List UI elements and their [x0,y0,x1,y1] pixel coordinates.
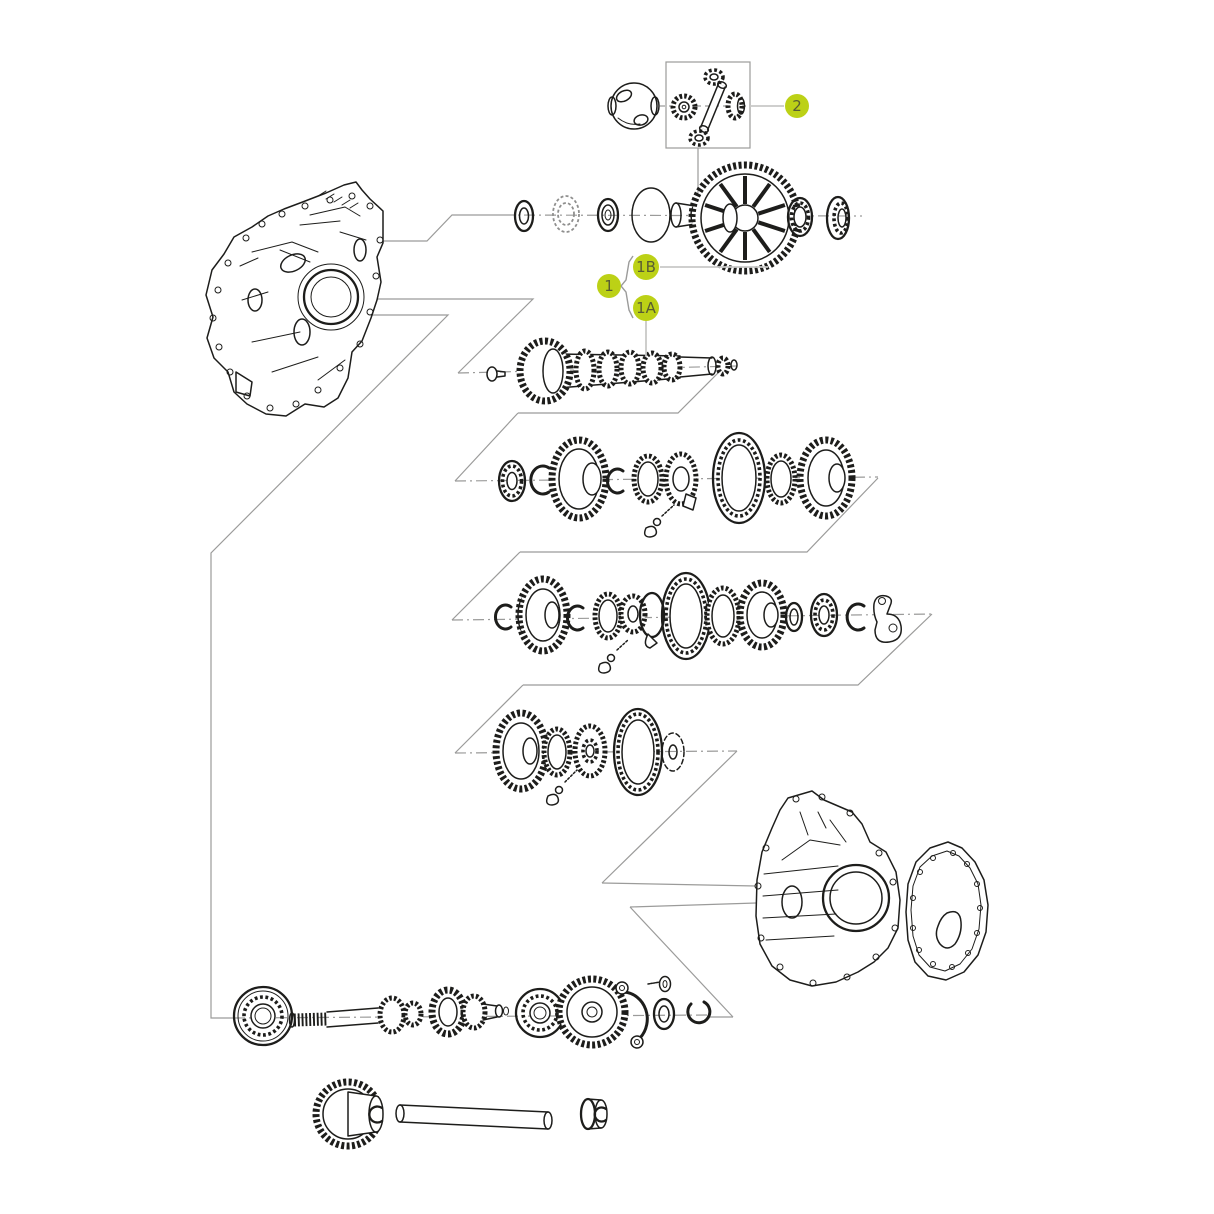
rear-housing-bolt-holes [754,793,899,987]
countershaft-assembly [232,975,712,1049]
end-plate [661,732,685,772]
callout-1A[interactable]: 1A [633,295,659,321]
snap-ring [565,604,585,632]
housing-bolt-holes [209,192,384,412]
bearing [497,459,527,503]
synchronizer-ring [704,585,742,647]
callout-2-label: 2 [792,97,802,115]
end-plug [486,366,506,382]
gear-reverse [492,709,550,793]
rear-housing [754,790,901,987]
synchronizer-ring [764,452,798,506]
gear-cluster-row-3 [493,571,902,674]
snap-ring [529,464,551,496]
callout-1B-label: 1B [636,258,656,276]
final-drive-ring-gear [688,161,802,275]
reverse-idler-gear [312,1078,384,1150]
bushing [579,1097,608,1131]
c-ring [845,602,866,632]
oil-seal [513,199,535,233]
differential-bevel-gear-kit [607,61,751,149]
bolt [647,975,672,993]
gear-1st [515,575,571,655]
differential-case [607,82,660,130]
gear [736,579,788,651]
callouts: 2 1 1B 1A [597,94,809,356]
synchronizer-sleeve [612,707,664,797]
synchronizer-ring [631,453,665,505]
bearing [809,592,839,638]
callout-1B[interactable]: 1B [633,254,659,280]
bearing [514,987,566,1039]
synchronizer-hub [663,451,699,511]
circlip [686,1000,712,1025]
input-pinion-shaft [486,337,738,405]
reverse-idler-assembly [312,1078,608,1150]
final-drive-assembly [513,161,851,275]
gear-3rd [548,436,610,522]
end-cover-bolt-holes [910,850,983,970]
shim [631,187,671,243]
gear-2nd [796,436,856,520]
callout-1-label: 1 [604,277,614,295]
callout-1[interactable]: 1 [597,274,621,298]
snap-ring [605,467,625,495]
gear-cluster-row-4 [492,707,685,806]
synchronizer-ring [541,726,573,778]
ball-bearing [232,985,294,1047]
taper-roller-bearing [825,195,851,241]
spring-washer [552,195,580,233]
clutch-housing [205,181,384,417]
selector-ring [638,591,666,649]
bearing [596,197,620,233]
idler-shaft [395,1104,553,1130]
detent-parts [545,769,578,806]
retaining-plate [615,981,649,1049]
end-cover [905,841,989,981]
synchronizer-hub [618,593,648,635]
synchronizer-sleeve [660,571,712,661]
driven-gear [555,975,629,1049]
callout-2[interactable]: 2 [785,94,809,118]
synchronizer-ring [592,591,624,641]
spacer-ring [784,601,804,633]
countershaft [288,986,509,1038]
ball-bearing [786,196,814,238]
gear-cluster-row-2 [497,431,856,538]
washer [652,997,676,1031]
retainer-clip [873,594,902,643]
brace [620,255,634,319]
detent-parts [643,504,675,538]
snap-ring [493,603,513,631]
detent-parts [597,639,629,674]
callout-1A-label: 1A [636,299,657,317]
synchronizer-hub [572,723,608,779]
